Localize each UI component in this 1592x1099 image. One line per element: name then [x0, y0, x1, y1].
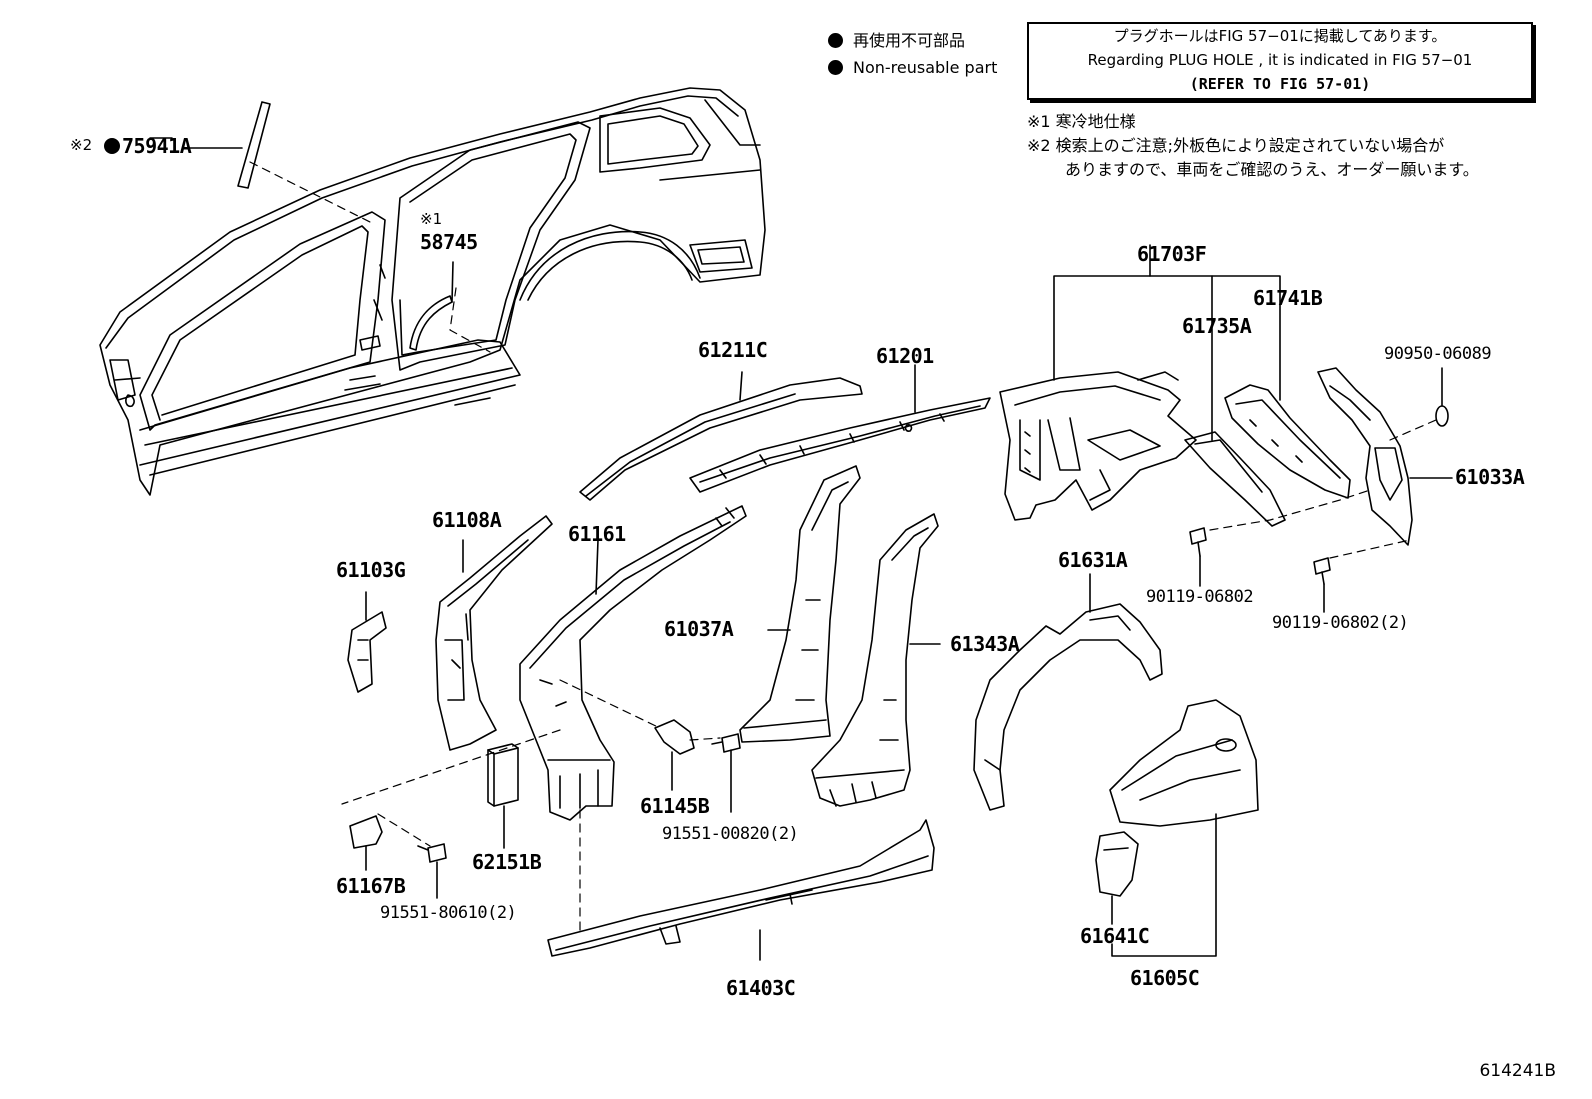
note-mark-1: ※1: [420, 210, 443, 228]
bolt-91551-80610: [417, 843, 447, 899]
body-side-outer-panel: [99, 87, 766, 496]
label-62151B: 62151B: [472, 850, 542, 874]
reference-box: プラグホールはFIG 57−01に掲載してあります。 Regarding PLU…: [1027, 22, 1533, 100]
bolt-91551-00820: [711, 733, 741, 813]
label-90950-06089: 90950-06089: [1384, 344, 1492, 364]
reference-line-en: Regarding PLUG HOLE , it is indicated in…: [1087, 51, 1473, 69]
part-61735A: [1184, 431, 1286, 527]
label-61343A: 61343A: [950, 632, 1020, 656]
part-90950-06089-plug: [1435, 367, 1449, 427]
non-reusable-dot-icon: [828, 33, 843, 48]
label-61741B: 61741B: [1253, 286, 1323, 310]
notes: ※1 寒冷地仕様 ※2 検索上のご注意;外板色により設定されていない場合が あり…: [1027, 110, 1479, 182]
label-90119-06802-2: 90119-06802(2): [1272, 613, 1409, 633]
label-61641C: 61641C: [1080, 924, 1150, 948]
non-reusable-mark-icon: [104, 138, 120, 154]
legend: 再使用不可部品 Non-reusable part: [828, 27, 997, 81]
label-61167B: 61167B: [336, 874, 406, 898]
label-61403C: 61403C: [726, 976, 796, 1000]
part-58745: [409, 261, 454, 351]
bolt-90119-06802-a: [1189, 527, 1207, 587]
part-61167B: [349, 815, 383, 871]
part-75941A-moulding: [149, 101, 271, 189]
label-90119-06802: 90119-06802: [1146, 587, 1254, 607]
part-61108A-front-pillar: [435, 515, 553, 751]
bolt-90119-06802-b: [1313, 557, 1331, 613]
label-61211C: 61211C: [698, 338, 768, 362]
label-61703F: 61703F: [1137, 242, 1207, 266]
part-61211C-roof-rail: [579, 371, 863, 501]
part-61201-roof-rail-inner: [689, 364, 991, 493]
note-2: ※2 検索上のご注意;外板色により設定されていない場合が: [1027, 136, 1445, 155]
label-61631A: 61631A: [1058, 548, 1128, 572]
legend-item-en: Non-reusable part: [828, 54, 997, 81]
reference-line-jp: プラグホールはFIG 57−01に掲載してあります。: [1113, 27, 1447, 45]
part-61103G-bracket: [347, 591, 387, 693]
legend-label-en: Non-reusable part: [853, 58, 998, 77]
label-61201: 61201: [876, 344, 934, 368]
part-62151B-block: [487, 743, 519, 849]
part-61161-front-pillar-inner: [519, 505, 747, 821]
label-61108A: 61108A: [432, 508, 502, 532]
part-61703F-quarter-inner: [999, 244, 1281, 521]
label-61037A: 61037A: [664, 617, 734, 641]
label-61605C: 61605C: [1130, 966, 1200, 990]
part-61605C-wheelhouse-inner: [1109, 699, 1259, 957]
label-91551-00820: 91551-00820(2): [662, 824, 799, 844]
part-61641C: [1095, 831, 1139, 925]
part-61631A-wheelhouse: [973, 573, 1163, 811]
part-61403C-rocker: [547, 819, 935, 961]
legend-label-jp: 再使用不可部品: [853, 31, 966, 50]
label-61145B: 61145B: [640, 794, 710, 818]
label-61161: 61161: [568, 522, 626, 546]
part-61145B-bracket: [654, 719, 695, 791]
label-61103G: 61103G: [336, 558, 406, 582]
part-61037A-center-pillar: [739, 465, 861, 743]
figure-code: 614241B: [1479, 1061, 1556, 1081]
note-2-continued: ありますので、車両をご確認のうえ、オーダー願います。: [1065, 160, 1479, 179]
label-58745: 58745: [420, 230, 478, 254]
part-61741B: [1224, 384, 1351, 499]
label-61033A: 61033A: [1455, 465, 1525, 489]
reference-line-refer: (REFER TO FIG 57-01): [1189, 75, 1371, 93]
part-61343A-center-pillar-inner: [811, 513, 941, 807]
label-91551-80610: 91551-80610(2): [380, 903, 517, 923]
label-75941A: 75941A: [122, 134, 192, 158]
note-mark-2: ※2: [70, 136, 93, 154]
non-reusable-dot-icon: [828, 60, 843, 75]
note-1: ※1 寒冷地仕様: [1027, 112, 1136, 131]
legend-item-jp: 再使用不可部品: [828, 27, 997, 54]
label-61735A: 61735A: [1182, 314, 1252, 338]
part-61033A: [1317, 367, 1453, 546]
